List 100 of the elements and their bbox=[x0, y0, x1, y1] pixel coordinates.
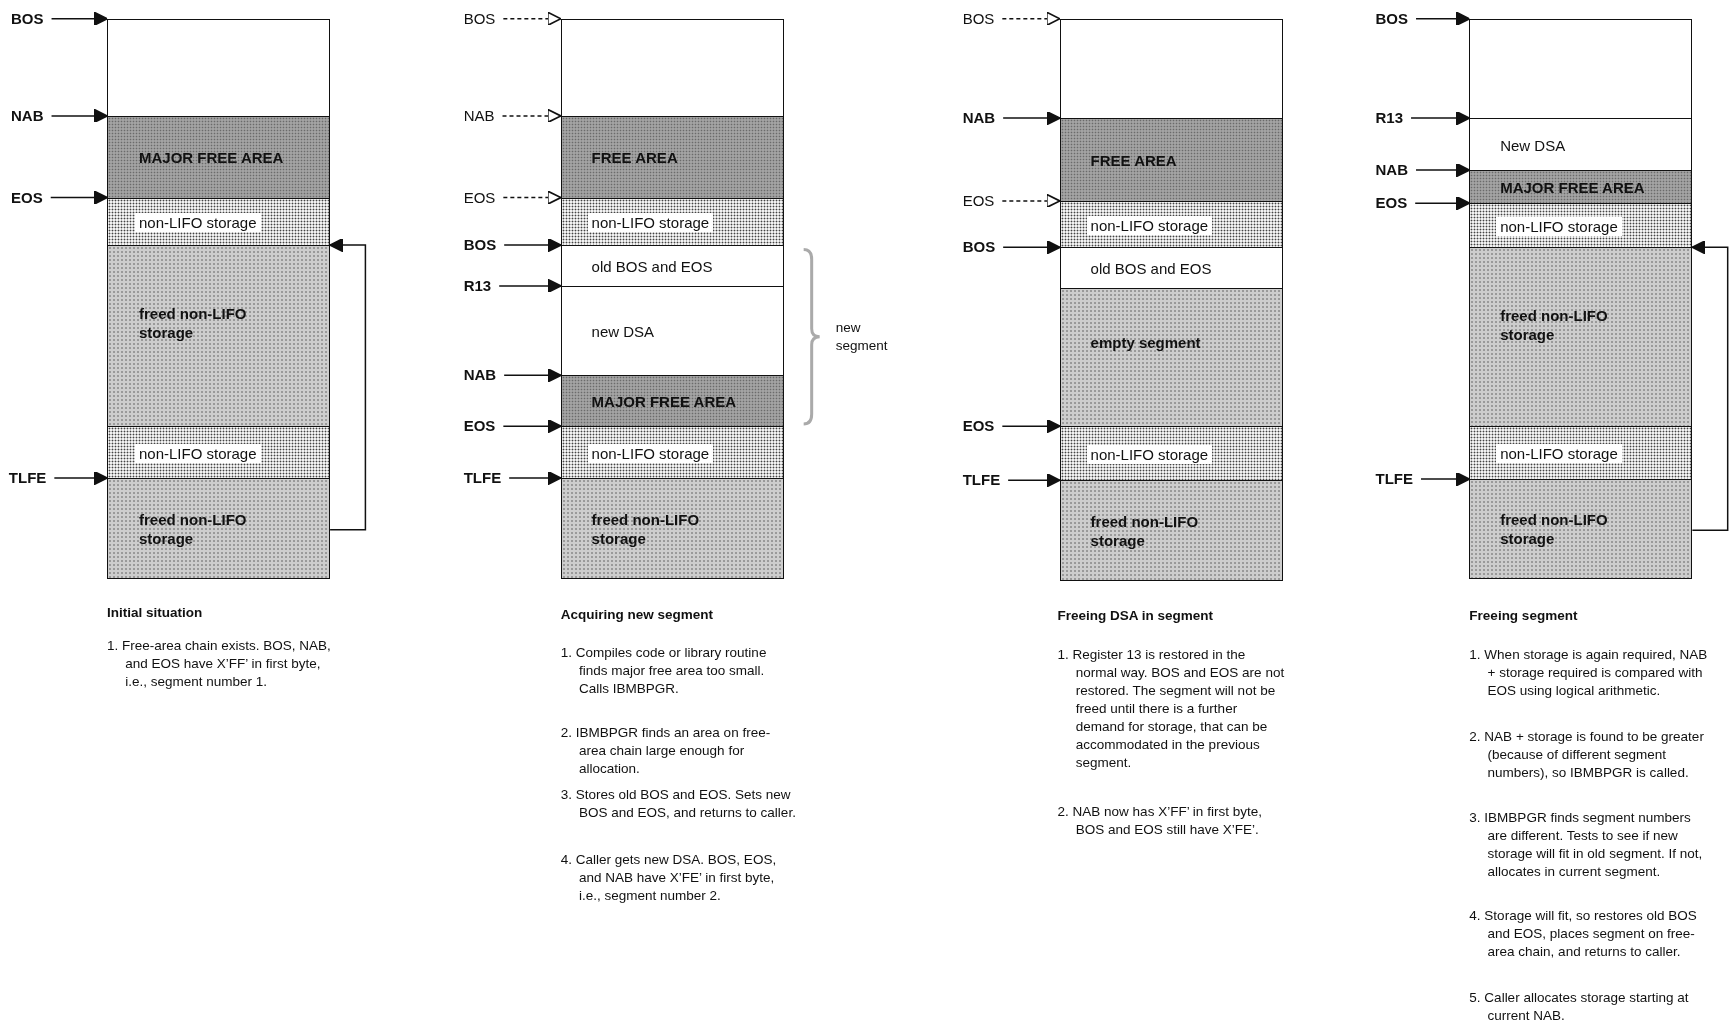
band-label: non-LIFO storage bbox=[1086, 215, 1213, 235]
pointer-arrow bbox=[1414, 195, 1471, 211]
band-label: MAJOR FREE AREA bbox=[1500, 178, 1645, 198]
pointer-label: TLFE bbox=[962, 471, 1001, 490]
band-label: non-LIFO storage bbox=[1086, 444, 1213, 464]
pointer-label: R13 bbox=[1375, 109, 1404, 128]
step-note: 3. IBMBPGR finds segment numbers are different. Tests to see if new storage will fit in old segment. If not, allocates in current segment. bbox=[1469, 809, 1704, 882]
band-label: freed non-LIFO storage bbox=[591, 509, 701, 548]
pointer-label: TLFE bbox=[1375, 470, 1413, 489]
pointer-label: TLFE bbox=[8, 469, 47, 487]
step-note: 5. Caller allocates storage starting at current NAB. bbox=[1469, 989, 1690, 1026]
storage-band bbox=[1059, 288, 1283, 428]
storage-band bbox=[107, 197, 331, 247]
pointer-arrow bbox=[1410, 110, 1471, 126]
band-label: non-LIFO storage bbox=[135, 212, 261, 232]
storage-band bbox=[1059, 426, 1283, 482]
storage-band bbox=[1059, 200, 1283, 249]
band-label: New DSA bbox=[1500, 135, 1566, 155]
step-note: 1. Free-area chain exists. BOS, NAB, and EOS have X’FF’ in first byte, i.e., segment number 1. bbox=[107, 636, 332, 691]
band-label: freed non-LIFO storage bbox=[139, 509, 248, 548]
pointer-arrow bbox=[508, 470, 562, 486]
pointer-arrow bbox=[50, 11, 108, 27]
storage-band bbox=[107, 245, 331, 428]
storage-band bbox=[1469, 203, 1693, 249]
band-label: non-LIFO storage bbox=[135, 443, 261, 463]
storage-band bbox=[560, 18, 784, 118]
step-note: 1. Compiles code or library routine finds major free area too small. Calls IBMBPGR. bbox=[560, 643, 768, 698]
step-note: 1. Register 13 is restored in the normal way. BOS and EOS are not restored. The segment will not be freed until there is a further demand for storage, that can be accommodated in the previous segment. bbox=[1057, 645, 1286, 772]
band-label: MAJOR FREE AREA bbox=[591, 392, 737, 412]
step-heading: Freeing DSA in segment bbox=[1057, 607, 1215, 626]
storage-band bbox=[1469, 426, 1693, 481]
storage-band bbox=[560, 426, 784, 480]
storage-band bbox=[1059, 480, 1283, 582]
band-label: freed non-LIFO storage bbox=[1500, 510, 1609, 549]
pointer-label: NAB bbox=[463, 106, 495, 125]
chain-arrow bbox=[1691, 239, 1729, 531]
storage-band bbox=[1059, 118, 1283, 203]
storage-band bbox=[1059, 18, 1283, 120]
band-label: new DSA bbox=[591, 322, 655, 342]
pointer-arrow bbox=[1415, 11, 1471, 27]
storage-band bbox=[1059, 247, 1283, 290]
step-note: 2. IBMBPGR finds an area on free-area chain large enough for allocation. bbox=[560, 724, 772, 779]
storage-band bbox=[560, 245, 784, 288]
step-note: 2. NAB + storage is found to be greater (because of different segment numbers), so IBMBPGR is called. bbox=[1469, 727, 1705, 782]
pointer-label: TLFE bbox=[463, 469, 502, 487]
pointer-arrow bbox=[1001, 11, 1061, 27]
pointer-arrow bbox=[1002, 110, 1061, 126]
step-note: 4. Caller gets new DSA. BOS, EOS, and NAB have X’FE’ in first byte, i.e., segment number 2. bbox=[560, 851, 778, 906]
pointer-label: NAB bbox=[463, 366, 497, 385]
storage-band bbox=[560, 115, 784, 200]
storage-band bbox=[1469, 170, 1693, 205]
pointer-arrow bbox=[1001, 193, 1061, 209]
band-label: non-LIFO storage bbox=[1496, 216, 1622, 236]
storage-band bbox=[560, 197, 784, 247]
storage-band bbox=[107, 478, 331, 579]
band-label: freed non-LIFO storage bbox=[139, 304, 248, 342]
chain-arrow bbox=[329, 237, 367, 531]
band-label: non-LIFO storage bbox=[587, 443, 714, 463]
step-note: 1. When storage is again required, NAB + storage required is compared with EOS using logical arithmetic. bbox=[1469, 645, 1709, 700]
band-label: FREE AREA bbox=[1090, 151, 1177, 170]
storage-band bbox=[107, 18, 331, 118]
step-note: 2. NAB now has X’FF’ in first byte, BOS and EOS still have X’FE’. bbox=[1057, 802, 1263, 839]
storage-band bbox=[560, 375, 784, 428]
pointer-label: EOS bbox=[1375, 194, 1408, 213]
storage-band bbox=[1469, 18, 1693, 120]
pointer-label: BOS bbox=[962, 238, 996, 257]
pointer-arrow bbox=[49, 190, 108, 205]
storage-band bbox=[1469, 247, 1693, 428]
brace-label: new segment bbox=[835, 319, 889, 356]
pointer-label: EOS bbox=[962, 191, 995, 210]
pointer-arrow bbox=[498, 278, 562, 294]
band-label: FREE AREA bbox=[591, 148, 678, 168]
pointer-label: EOS bbox=[11, 188, 43, 207]
band-label: non-LIFO storage bbox=[1496, 444, 1622, 464]
storage-band bbox=[107, 115, 331, 200]
pointer-arrow bbox=[502, 11, 562, 27]
pointer-label: NAB bbox=[1375, 161, 1408, 179]
pointer-label: R13 bbox=[463, 276, 492, 295]
pointer-label: BOS bbox=[1375, 9, 1409, 28]
storage-band bbox=[107, 426, 331, 480]
pointer-label: EOS bbox=[463, 417, 496, 436]
pointer-arrow bbox=[1007, 472, 1061, 488]
step-heading: Acquiring new segment bbox=[560, 606, 715, 625]
step-heading: Initial situation bbox=[107, 603, 204, 622]
step-note: 3. Stores old BOS and EOS. Sets new BOS and EOS, and returns to caller. bbox=[560, 786, 797, 822]
storage-band bbox=[560, 285, 784, 377]
band-label: empty segment bbox=[1090, 333, 1201, 353]
pointer-label: NAB bbox=[962, 109, 996, 128]
storage-band bbox=[1469, 118, 1693, 172]
pointer-arrow bbox=[502, 190, 562, 205]
pointer-arrow bbox=[503, 368, 562, 383]
pointer-label: NAB bbox=[11, 106, 44, 125]
step-heading: Freeing segment bbox=[1469, 607, 1579, 626]
storage-band bbox=[560, 478, 784, 579]
storage-band bbox=[1469, 479, 1693, 579]
band-label: old BOS and EOS bbox=[591, 257, 713, 276]
pointer-label: EOS bbox=[463, 188, 496, 207]
band-label: MAJOR FREE AREA bbox=[139, 148, 284, 168]
pointer-arrow bbox=[53, 470, 108, 486]
pointer-label: BOS bbox=[463, 9, 496, 28]
